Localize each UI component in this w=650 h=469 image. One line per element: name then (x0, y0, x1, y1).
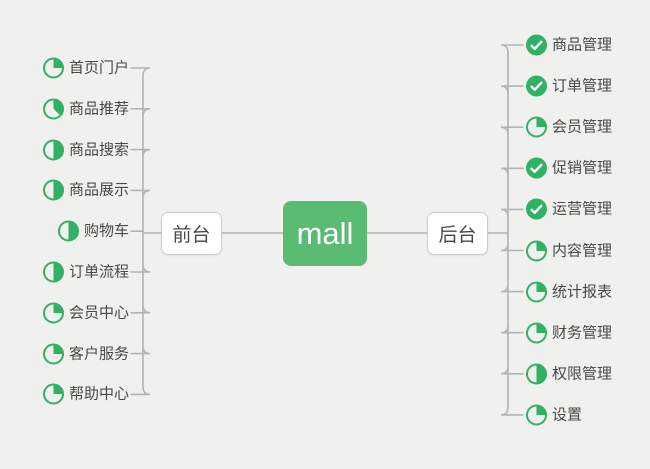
task-progress-quarter-icon (526, 404, 547, 426)
task-progress-half-icon (42, 261, 64, 283)
task-done-check-icon (526, 34, 547, 56)
leaf-label: 商品搜索 (68, 141, 129, 159)
task-progress-quarter-icon (42, 57, 64, 79)
task-progress-quarter-icon (42, 343, 64, 365)
task-progress-half-icon (42, 179, 64, 201)
task-progress-quarter-icon (526, 322, 547, 344)
leaf-label: 订单流程 (68, 263, 129, 281)
leaf-node[interactable]: 订单流程 (42, 261, 129, 283)
leaf-node[interactable]: 订单管理 (526, 75, 613, 97)
leaf-label: 财务管理 (552, 324, 613, 342)
task-progress-quarter-icon (42, 302, 64, 324)
task-progress-half-icon (526, 363, 547, 385)
branch-node-backend[interactable]: 后台 (427, 212, 488, 255)
leaf-node[interactable]: 权限管理 (526, 363, 613, 385)
leaf-label: 权限管理 (552, 365, 613, 383)
leaf-label: 统计报表 (552, 283, 613, 301)
task-progress-half-icon (42, 139, 64, 161)
task-progress-three_oct-icon (42, 98, 64, 120)
leaf-node[interactable]: 客户服务 (42, 343, 129, 365)
leaf-node[interactable]: 商品展示 (42, 179, 129, 201)
task-done-check-icon (526, 75, 547, 97)
leaf-node[interactable]: 商品管理 (526, 34, 613, 56)
leaf-label: 客户服务 (68, 345, 129, 363)
connector-frontend-bus (130, 67, 162, 396)
leaf-label: 设置 (552, 406, 583, 424)
leaf-node[interactable]: 内容管理 (526, 240, 612, 261)
leaf-label: 促销管理 (552, 159, 613, 177)
task-done-check-icon (526, 198, 547, 220)
leaf-label: 商品推荐 (68, 100, 129, 118)
leaf-node[interactable]: 运营管理 (526, 198, 613, 220)
leaf-node[interactable]: 统计报表 (526, 281, 613, 303)
branch-node-frontend[interactable]: 前台 (161, 212, 222, 255)
leaf-label: 商品管理 (552, 36, 613, 54)
leaf-node[interactable]: 商品搜索 (42, 139, 129, 161)
leaf-label: 会员中心 (68, 304, 129, 322)
leaf-node[interactable]: 设置 (526, 404, 583, 426)
root-node-mall[interactable]: mall (283, 201, 367, 266)
leaf-label: 首页门户 (68, 59, 129, 77)
task-progress-quarter-icon (42, 383, 64, 405)
leaf-node[interactable]: 帮助中心 (42, 383, 129, 405)
leaf-label: 内容管理 (552, 242, 613, 259)
leaf-label: 会员管理 (552, 118, 613, 136)
leaf-node[interactable]: 促销管理 (526, 157, 613, 179)
leaf-label: 商品展示 (68, 181, 129, 199)
leaf-node[interactable]: 首页门户 (42, 57, 129, 79)
leaf-node[interactable]: 财务管理 (526, 322, 613, 344)
task-progress-quarter-icon (526, 116, 547, 138)
task-progress-half-icon (57, 220, 79, 242)
leaf-label: 运营管理 (552, 200, 613, 218)
leaf-node[interactable]: 购物车 (57, 220, 129, 242)
task-progress-quarter-icon (526, 240, 547, 261)
leaf-node[interactable]: 会员中心 (42, 302, 129, 324)
leaf-node[interactable]: 会员管理 (526, 116, 613, 138)
leaf-node[interactable]: 商品推荐 (42, 98, 129, 120)
connector-backend-bus (487, 44, 524, 416)
leaf-label: 订单管理 (552, 77, 613, 95)
leaf-label: 购物车 (83, 222, 129, 240)
task-done-check-icon (526, 157, 547, 179)
task-progress-quarter-icon (526, 281, 547, 303)
leaf-label: 帮助中心 (68, 385, 129, 403)
